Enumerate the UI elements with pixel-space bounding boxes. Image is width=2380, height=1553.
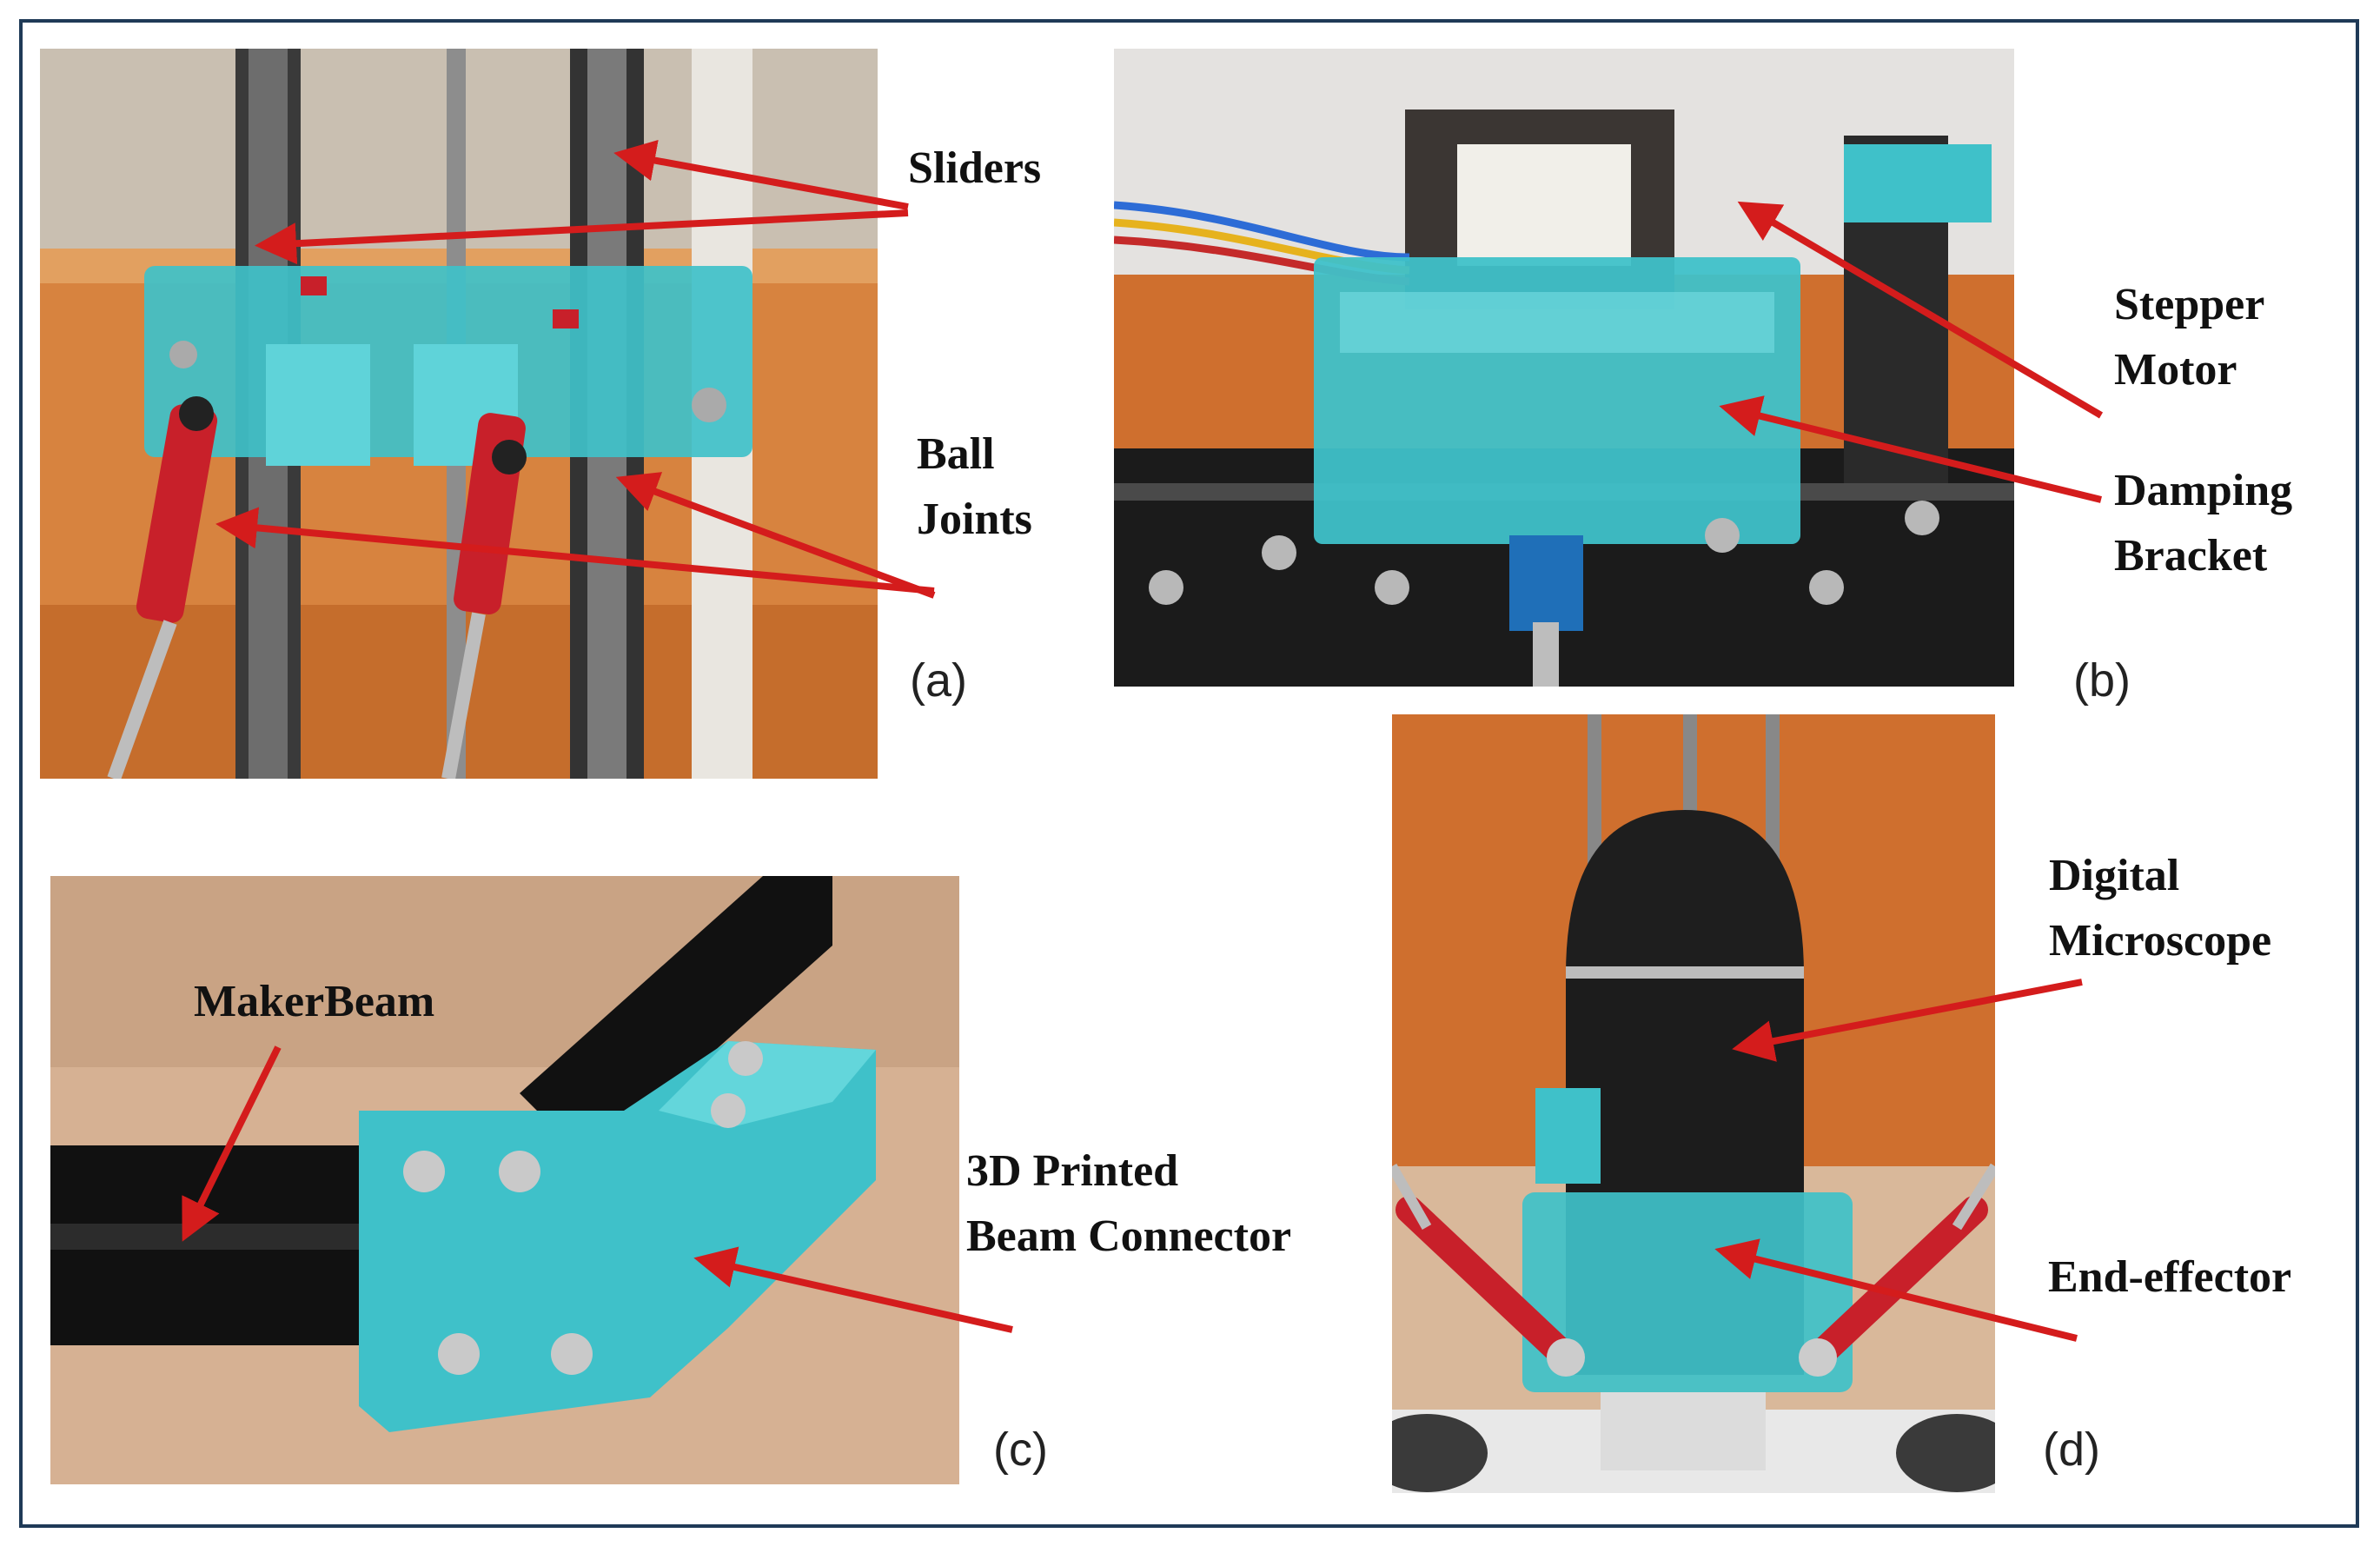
label-end-effector: End-effector — [2048, 1252, 2292, 1302]
label-ball-joints-line1: Ball — [917, 429, 995, 479]
label-sliders: Sliders — [908, 143, 1042, 193]
label-damping-bracket-line2: Bracket — [2114, 531, 2268, 581]
label-ball-joints-line2: Joints — [917, 494, 1032, 545]
label-stepper-motor-line1: Stepper — [2114, 280, 2265, 329]
label-beam-connector-line1: 3D Printed — [966, 1146, 1179, 1196]
label-ball-joints: Ball Joints — [917, 421, 1032, 553]
photo-panel-c — [50, 876, 959, 1484]
label-makerbeam: MakerBeam — [194, 977, 435, 1026]
label-beam-connector: 3D Printed Beam Connector — [966, 1138, 1291, 1270]
label-digital-microscope-line2: Microscope — [2049, 916, 2272, 966]
label-stepper-motor: Stepper Motor — [2114, 272, 2264, 403]
label-digital-microscope: Digital Microscope — [2049, 843, 2271, 974]
label-damping-bracket: Damping Bracket — [2114, 458, 2292, 589]
photo-panel-a — [40, 49, 878, 779]
label-digital-microscope-line1: Digital — [2049, 851, 2180, 900]
label-beam-connector-line2: Beam Connector — [966, 1211, 1292, 1262]
label-damping-bracket-line1: Damping — [2114, 466, 2293, 515]
panel-tag-c: (c) — [993, 1424, 1048, 1476]
panel-tag-a: (a) — [910, 654, 967, 707]
photo-panel-d — [1392, 714, 1995, 1493]
panel-tag-d: (d) — [2043, 1424, 2100, 1476]
panel-tag-b: (b) — [2073, 654, 2131, 707]
label-stepper-motor-line2: Motor — [2114, 345, 2237, 395]
photo-panel-b — [1114, 49, 2014, 687]
